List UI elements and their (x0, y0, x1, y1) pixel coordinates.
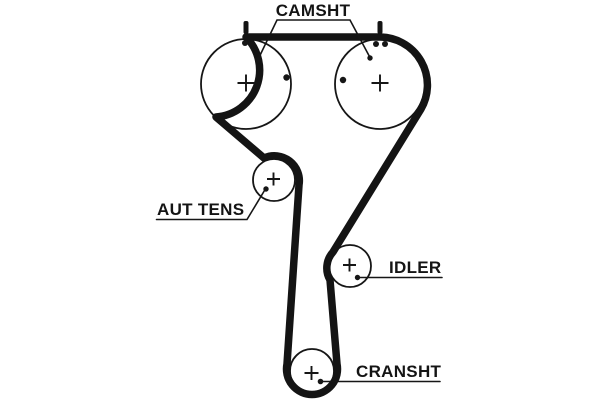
cam-left-center-cross-icon (237, 74, 255, 92)
timing-belt (212, 33, 432, 399)
camshaft-label: CAMSHT (276, 1, 351, 20)
cam-left-side-dot (283, 74, 290, 81)
timing-tick-right-icon (377, 21, 383, 34)
cam-right-side-dot (339, 76, 347, 84)
cam-right-timing-dot-2 (382, 41, 388, 47)
tensioner-center-cross-icon (267, 172, 280, 186)
idler-center-cross-icon (343, 258, 356, 272)
cam-right-center-cross-icon (371, 74, 389, 92)
camshaft-label-leader-line (257, 19, 371, 61)
timing-tick-left-icon (243, 21, 249, 34)
idler-label: IDLER (389, 258, 442, 277)
crank-center-cross-icon (304, 366, 319, 380)
cam-right-timing-dot-1 (373, 41, 379, 47)
crankshaft-label: CRANSHT (356, 362, 442, 381)
tensioner-label-leader-line (155, 189, 266, 221)
tensioner-label: AUT TENS (157, 200, 244, 219)
cam-left-timing-dot (242, 40, 248, 46)
